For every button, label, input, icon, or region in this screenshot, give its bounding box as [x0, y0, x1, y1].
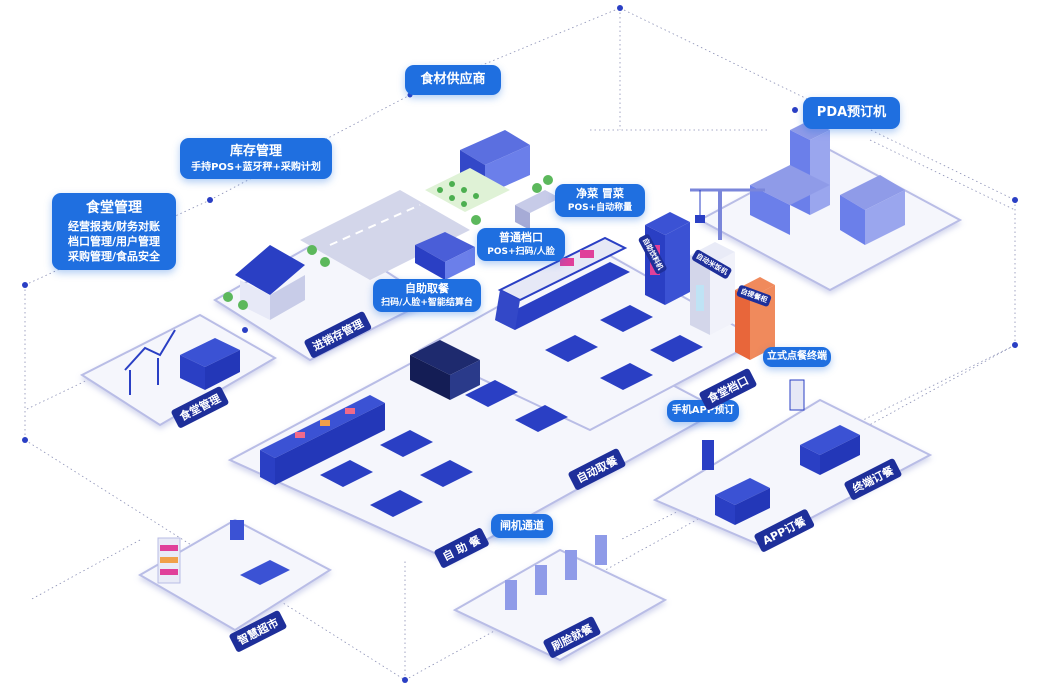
- callout-title: 普通档口: [499, 231, 543, 244]
- callout-standing-kiosk: 立式点餐终端: [763, 347, 831, 367]
- callout-title: 自助取餐: [405, 282, 449, 295]
- order-desks: [702, 379, 860, 525]
- callout-line: POS+扫码/人脸: [487, 246, 555, 257]
- callout-line: 手持POS+蓝牙秤+采购计划: [191, 161, 321, 173]
- callout-food-supplier: 食材供应商: [405, 65, 501, 95]
- delivery-truck: [415, 232, 475, 280]
- callout-mobile-app: 手机APP预订: [667, 400, 739, 422]
- road: [300, 190, 470, 280]
- callout-canteen-mgmt: 食堂管理 经营报表/财务对账 档口管理/用户管理 采购管理/食品安全: [52, 193, 176, 271]
- callout-line: 档口管理/用户管理: [67, 234, 161, 248]
- callout-pda-ordering: PDA预订机: [803, 97, 900, 129]
- warehouse-house: [235, 245, 305, 320]
- callout-title: PDA预订机: [816, 105, 887, 120]
- platforms: [79, 148, 963, 662]
- callout-title: 净菜 冒菜: [576, 187, 624, 200]
- callout-line: POS+自动称量: [567, 202, 633, 213]
- trees: [223, 175, 553, 310]
- pickup-counter: [410, 340, 480, 400]
- callout-title: 手机APP预订: [671, 405, 735, 416]
- callout-title: 立式点餐终端: [767, 351, 827, 362]
- callout-inventory-mgmt: 库存管理 手持POS+蓝牙秤+采购计划: [180, 138, 332, 180]
- dining-tables: [320, 305, 703, 517]
- callout-clean-veg: 净菜 冒菜 POS+自动称量: [555, 184, 645, 217]
- supplier-building: [425, 130, 560, 230]
- callout-line: 扫码/人脸+智能结算台: [381, 297, 473, 308]
- buffet-line: [260, 395, 385, 485]
- callout-line: 经营报表/财务对账: [67, 219, 161, 233]
- callout-title: 库存管理: [229, 144, 282, 159]
- turnstile-gates: [505, 535, 607, 610]
- stall-counter: [495, 236, 630, 330]
- callout-title: 食材供应商: [420, 72, 486, 87]
- callout-self-pickup: 自助取餐 扫码/人脸+智能结算台: [373, 279, 481, 312]
- callout-regular-stall: 普通档口 POS+扫码/人脸: [477, 228, 565, 261]
- callout-turnstile: 闸机通道: [491, 514, 553, 538]
- management-desk: [124, 329, 240, 395]
- platform-canteen-mgmt: [79, 313, 277, 427]
- callout-title: 食堂管理: [86, 200, 142, 216]
- platform-supermarket: [138, 518, 332, 632]
- platform-turnstile: [452, 548, 668, 662]
- supermarket-shelf: [157, 520, 290, 585]
- callout-line: 采购管理/食品安全: [67, 249, 161, 263]
- factory-buildings: [690, 120, 905, 245]
- callout-title: 闸机通道: [500, 519, 544, 532]
